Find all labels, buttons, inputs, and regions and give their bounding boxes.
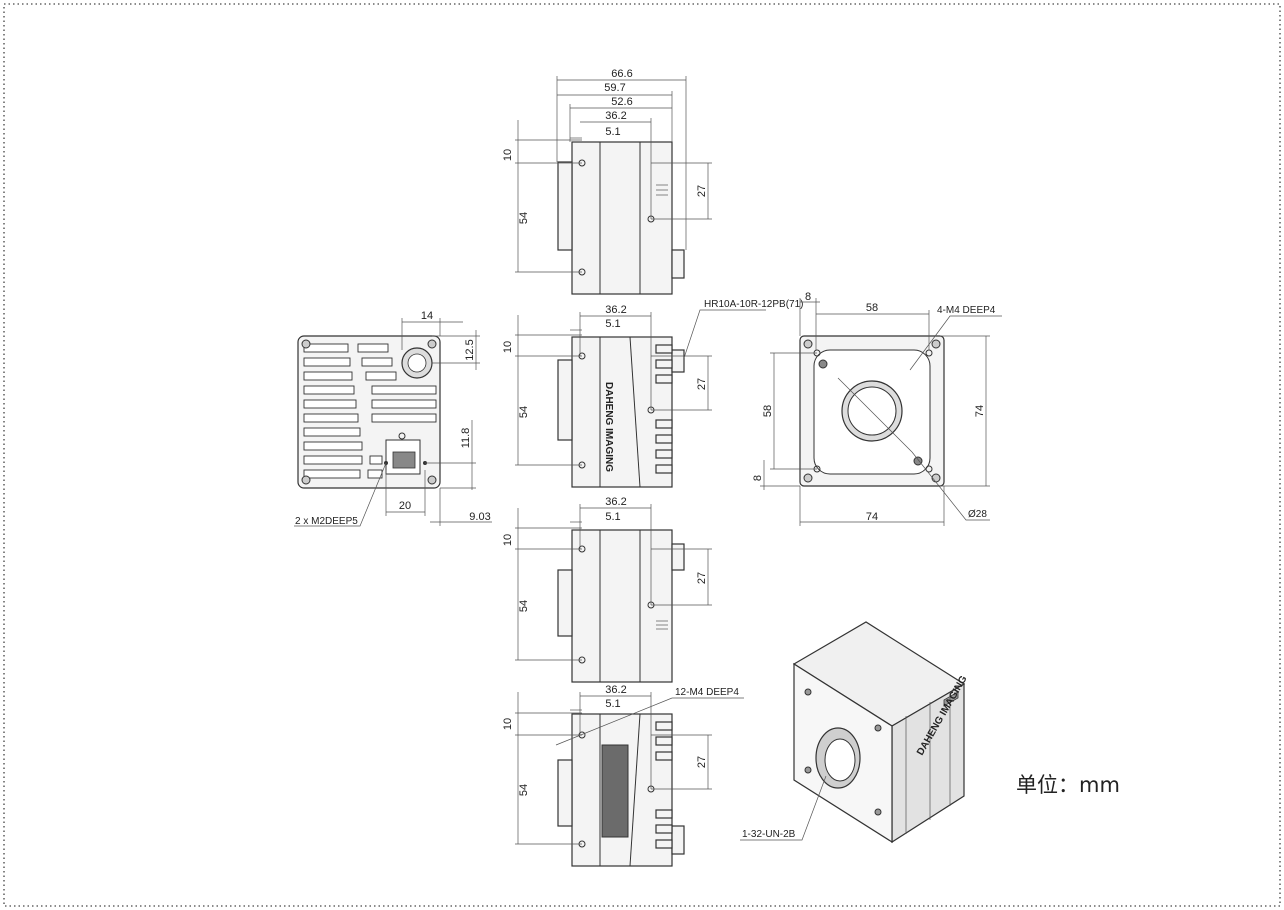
holes-label: 12-M4 DEEP4 <box>675 687 739 698</box>
dim-5-1: 5.1 <box>605 318 620 330</box>
units-label: 单位：mm <box>1016 773 1120 797</box>
dim-54: 54 <box>518 784 530 796</box>
connector-label: HR10A-10R-12PB(71) <box>704 299 804 310</box>
dim-27: 27 <box>696 185 708 197</box>
side-view-mount: 36.2 5.1 10 54 27 12-M4 DEEP4 <box>502 684 744 867</box>
dim-27: 27 <box>696 378 708 390</box>
dim-36-2: 36.2 <box>605 684 626 696</box>
side-view-connector: DAHENG IMAGING 36.2 5.1 10 54 27 HR10A-1… <box>502 299 804 488</box>
side-view-body <box>571 336 673 488</box>
dim-27: 27 <box>696 756 708 768</box>
dim-11-8: 11.8 <box>460 428 472 449</box>
dim-10: 10 <box>502 534 514 546</box>
dim-74-right: 74 <box>974 405 986 417</box>
mount-label: 1-32-UN-2B <box>742 829 796 840</box>
dim-66-6: 66.6 <box>611 68 632 80</box>
dim-10: 10 <box>502 149 514 161</box>
dim-12-5: 12.5 <box>464 339 476 360</box>
dim-54: 54 <box>518 600 530 612</box>
dim-8-left: 8 <box>752 475 764 481</box>
screw-label: 2 x M2DEEP5 <box>295 516 358 527</box>
dim-20: 20 <box>399 500 411 512</box>
dim-54: 54 <box>518 212 530 224</box>
dim-5-1: 5.1 <box>605 511 620 523</box>
brand-logo: DAHENG IMAGING <box>603 382 614 472</box>
dim-59-7: 59.7 <box>604 82 625 94</box>
dim-74-bottom: 74 <box>866 511 878 523</box>
dim-36-2: 36.2 <box>605 304 626 316</box>
front-view: 8 58 58 8 74 74 4-M4 DEEP4 Ø28 <box>752 291 1002 526</box>
dim-14: 14 <box>421 310 433 322</box>
dim-5-1: 5.1 <box>605 126 620 138</box>
dim-5-1: 5.1 <box>605 698 620 710</box>
dim-27: 27 <box>696 572 708 584</box>
dim-9-03: 9.03 <box>469 511 490 523</box>
top-view-body <box>571 141 673 295</box>
dim-10: 10 <box>502 718 514 730</box>
side-view-body <box>571 529 673 683</box>
rear-view: 14 12.5 11.8 20 9.03 2 x M2DEEP5 <box>294 310 492 527</box>
dim-8-top: 8 <box>805 291 811 303</box>
dim-54: 54 <box>518 406 530 418</box>
dim-52-6: 52.6 <box>611 96 632 108</box>
dim-36-2: 36.2 <box>605 496 626 508</box>
dim-58-top: 58 <box>866 302 878 314</box>
dim-36-2: 36.2 <box>605 110 626 122</box>
dim-58-left: 58 <box>762 405 774 417</box>
iso-view: DAHENG IMAGING 1-32-UN-2B <box>740 621 970 844</box>
side-view-bottom: 36.2 5.1 10 54 27 <box>502 496 712 683</box>
ethernet-port-icon <box>392 451 416 469</box>
dim-10: 10 <box>502 341 514 353</box>
holes-label: 4-M4 DEEP4 <box>937 305 996 316</box>
diameter-label: Ø28 <box>968 509 987 520</box>
top-view: 66.6 59.7 52.6 36.2 5.1 10 54 27 <box>502 68 712 295</box>
